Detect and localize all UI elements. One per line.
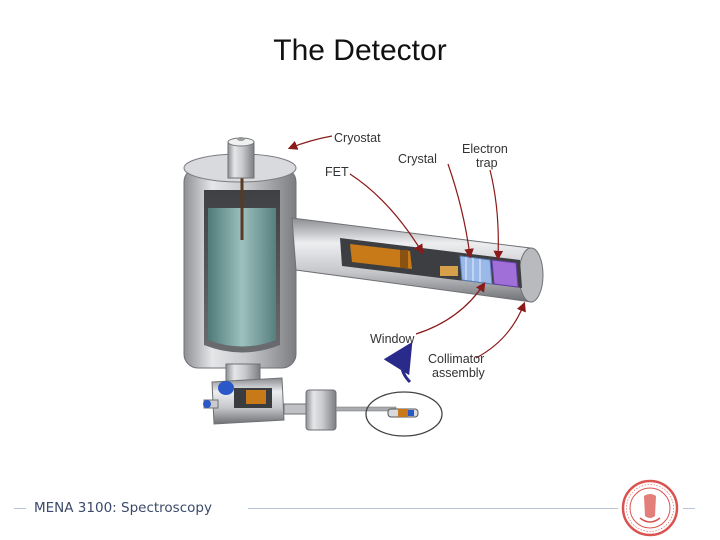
lower-assembly bbox=[203, 363, 443, 437]
label-crystal: Crystal bbox=[398, 152, 437, 166]
label-electron-trap-2: trap bbox=[476, 156, 498, 170]
label-collimator-2: assembly bbox=[432, 366, 485, 380]
footer-course-label: MENA 3100: Spectroscopy bbox=[34, 500, 212, 516]
detector-illustration bbox=[183, 135, 544, 437]
label-window: Window bbox=[370, 332, 415, 346]
university-seal-icon bbox=[621, 479, 679, 537]
slide-title: The Detector bbox=[273, 34, 447, 67]
footer-divider-far bbox=[683, 508, 695, 509]
footer-divider-right bbox=[248, 508, 618, 509]
label-fet: FET bbox=[325, 165, 349, 179]
label-electron-trap-1: Electron bbox=[462, 142, 508, 156]
cryostat-dewar bbox=[183, 137, 297, 369]
detector-tube bbox=[291, 217, 544, 303]
label-cryostat: Cryostat bbox=[334, 131, 381, 145]
label-collimator-1: Collimator bbox=[428, 352, 485, 366]
footer-divider-left bbox=[14, 508, 26, 509]
